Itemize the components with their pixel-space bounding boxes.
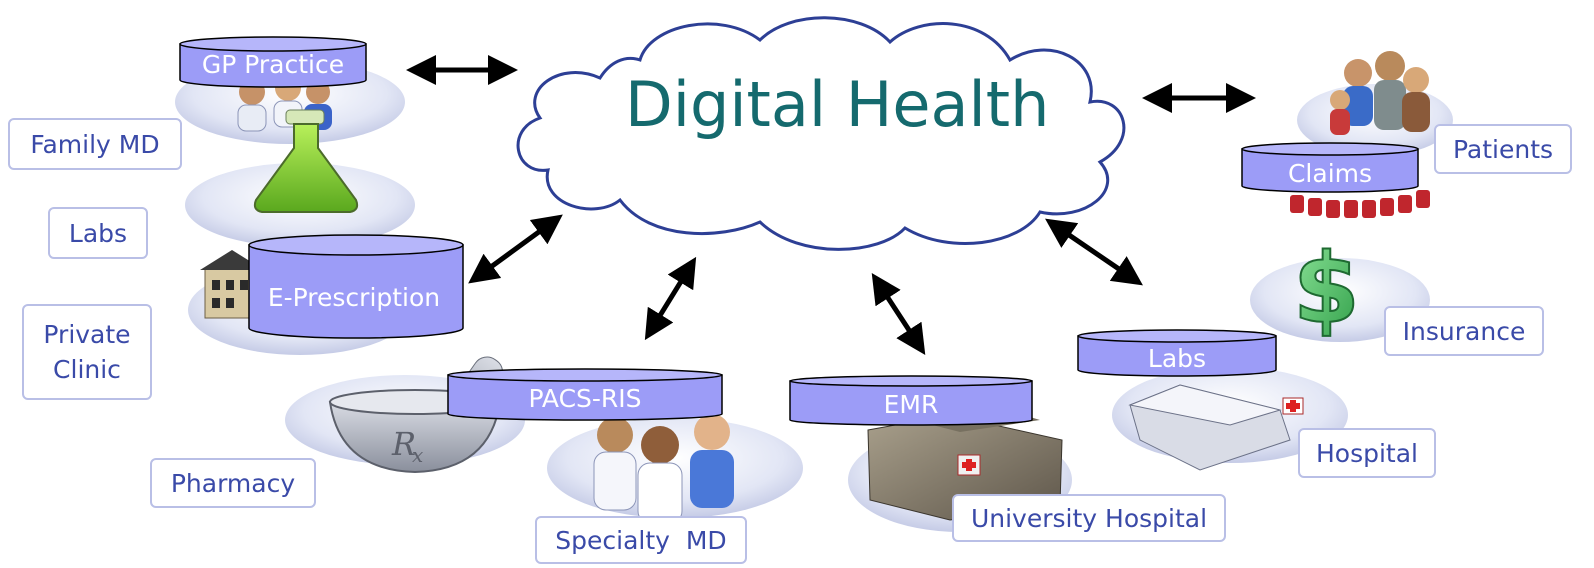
digital-health-cloud: Digital Health xyxy=(516,16,1126,251)
mortar-pestle-rx-icon: R x xyxy=(328,356,504,474)
specialists-icon xyxy=(593,414,734,524)
database-pacs-ris: PACS-RIS xyxy=(447,368,723,421)
database-emr: EMR xyxy=(789,375,1033,426)
database-pacs-ris-label: PACS-RIS xyxy=(528,384,641,413)
label-insurance-text: Insurance xyxy=(1402,316,1526,346)
hospital-building-icon xyxy=(1128,384,1304,471)
label-hospital-text: Hospital xyxy=(1315,438,1418,468)
label-university-hospital-text: University Hospital xyxy=(970,503,1208,533)
database-labs-label: Labs xyxy=(1148,344,1206,373)
svg-text:$: $ xyxy=(1293,233,1360,345)
label-pharmacy-text: Pharmacy xyxy=(170,468,296,498)
svg-text:x: x xyxy=(412,443,423,467)
arrow-cloud-eprescription xyxy=(468,214,563,284)
database-claims: Claims xyxy=(1241,142,1419,193)
label-university-hospital: University Hospital xyxy=(952,494,1226,542)
patients-family-icon xyxy=(1330,51,1430,135)
label-family-md-text: Family MD xyxy=(30,129,160,159)
database-e-prescription-label: E-Prescription xyxy=(268,283,440,312)
flask-icon xyxy=(253,109,359,213)
digital-health-title: Digital Health xyxy=(625,68,1049,141)
database-labs: Labs xyxy=(1077,329,1277,377)
label-pharmacy: Pharmacy xyxy=(150,458,316,508)
label-private-clinic-line2: Clinic xyxy=(53,355,121,384)
label-private-clinic-line1: Private xyxy=(43,320,131,349)
pill-bottles-icon xyxy=(1290,190,1430,218)
database-gp-practice-label: GP Practice xyxy=(202,50,344,79)
label-labs: Labs xyxy=(48,207,148,259)
label-patients: Patients xyxy=(1434,124,1572,174)
database-claims-label: Claims xyxy=(1288,159,1372,188)
label-specialty-md-text: Specialty MD xyxy=(555,525,727,555)
arrows xyxy=(406,55,1256,356)
arrow-cloud-labs xyxy=(1045,218,1143,286)
arrow-cloud-pacs xyxy=(644,256,697,341)
database-emr-label: EMR xyxy=(884,390,939,419)
svg-text:R: R xyxy=(391,425,416,463)
dollar-sign-icon: $ xyxy=(1292,232,1361,346)
label-private-clinic: Private Clinic xyxy=(22,304,152,400)
label-specialty-md: Specialty MD xyxy=(535,516,747,564)
label-patients-text: Patients xyxy=(1452,134,1554,164)
database-gp-practice: GP Practice xyxy=(179,36,367,88)
database-e-prescription: E-Prescription xyxy=(248,234,464,339)
arrow-cloud-emr xyxy=(871,272,926,356)
label-family-md: Family MD xyxy=(8,118,182,170)
label-labs-text: Labs xyxy=(68,218,128,248)
label-hospital: Hospital xyxy=(1298,428,1436,478)
label-insurance: Insurance xyxy=(1384,306,1544,356)
